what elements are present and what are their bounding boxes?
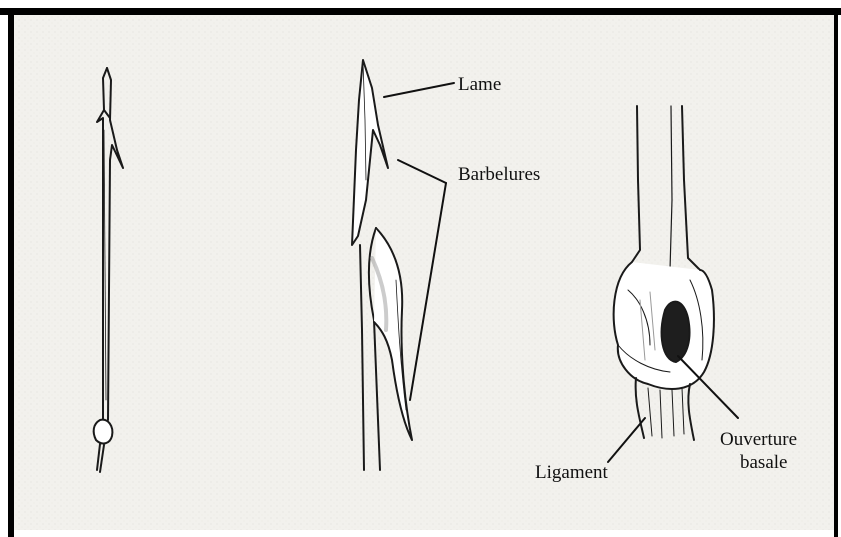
top-border-bar bbox=[0, 8, 841, 15]
ouverture-label-line2: basale bbox=[740, 452, 787, 473]
ouverture-label-line1: Ouverture bbox=[720, 429, 797, 450]
lame-label: Lame bbox=[458, 74, 501, 95]
left-border-bar bbox=[8, 8, 14, 537]
right-border-bar bbox=[834, 8, 838, 537]
paper-background bbox=[14, 14, 834, 530]
barbelures-label: Barbelures bbox=[458, 164, 540, 185]
ligament-label: Ligament bbox=[535, 462, 609, 483]
